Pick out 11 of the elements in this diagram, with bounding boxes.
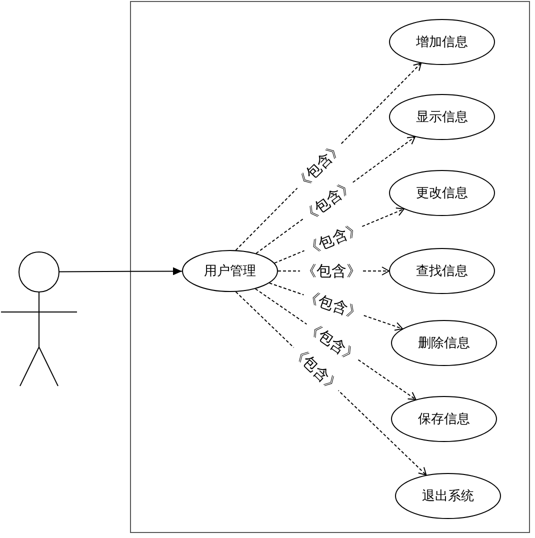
use-case-ellipse: 增加信息 <box>389 19 495 65</box>
use-case-ellipse: 更改信息 <box>389 170 495 216</box>
association-arrow <box>58 267 182 276</box>
use-case-ellipse: 删除信息 <box>391 320 497 366</box>
edge-label: 《包含》 <box>300 263 362 279</box>
use-case-ellipse: 查找信息 <box>389 248 495 294</box>
use-case-ellipse: 显示信息 <box>389 94 495 140</box>
actor-figure <box>1 251 77 387</box>
use-case-ellipse: 保存信息 <box>391 396 497 442</box>
use-case-ellipse: 用户管理 <box>182 250 278 292</box>
use-case-ellipse: 退出系统 <box>395 473 501 519</box>
